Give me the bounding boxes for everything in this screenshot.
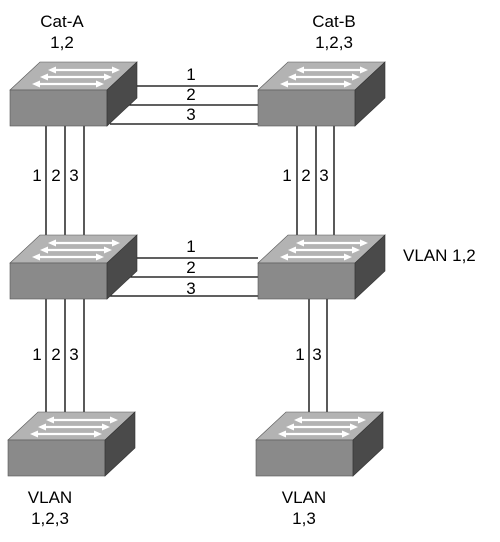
switch-mid-right-icon-arrow-2-head-right — [352, 246, 360, 254]
switch-cat-b-icon-front-face — [257, 89, 356, 127]
switch-bottom-left-icon-arrow-1-head-left — [46, 416, 54, 424]
bottom-left-vlans: 1,2,3 — [31, 509, 69, 528]
switch-bottom-right-icon — [255, 411, 384, 477]
cat-b-name: Cat-B — [312, 12, 356, 31]
cat-a-vlans: 1,2 — [50, 33, 74, 52]
switch-bottom-right-icon-side-face — [352, 411, 384, 477]
trunk-links — [45, 85, 335, 425]
switch-cat-a-icon-arrow-2-head-right — [104, 73, 112, 81]
switch-cat-a-icon-arrow-1-head-right — [112, 66, 120, 74]
switch-cat-b-icon-arrow-1-head-left — [296, 66, 304, 74]
trunk-right-lower-label-2: 3 — [312, 345, 322, 364]
trunk-left-upper-label-2: 2 — [51, 166, 61, 185]
trunk-top-label-1: 1 — [186, 65, 196, 84]
switch-bottom-right-icon-arrow-1-head-left — [294, 416, 302, 424]
trunk-left-upper-label-1: 1 — [32, 166, 42, 185]
switch-cat-b-icon-arrow-1-head-right — [360, 66, 368, 74]
trunk-right-upper-label-1: 1 — [282, 166, 292, 185]
switch-bottom-left-icon-arrow-2-head-right — [102, 423, 110, 431]
switch-bottom-right-icon-front-face — [255, 439, 354, 477]
switch-cat-a-icon-arrow-2-head-left — [40, 73, 48, 81]
switch-cat-b-icon-arrow-3-head-left — [280, 80, 288, 88]
switch-bottom-right-icon-arrow-2-head-right — [350, 423, 358, 431]
switch-mid-left-icon-arrow-1-head-right — [112, 239, 120, 247]
switch-mid-right-icon-arrow-2-head-left — [288, 246, 296, 254]
switch-mid-left-icon-side-face — [106, 234, 138, 300]
switch-mid-right-icon-arrow-3-head-right — [344, 253, 352, 261]
switch-mid-right-icon-side-face — [354, 234, 386, 300]
bottom-right-vlans: 1,3 — [292, 509, 316, 528]
switch-bottom-right-icon-arrow-2-head-left — [286, 423, 294, 431]
trunk-top-label-3: 3 — [186, 105, 196, 124]
switch-bottom-left-icon-front-face — [7, 439, 106, 477]
switch-bottom-left-icon-arrow-3-head-left — [30, 430, 38, 438]
switch-mid-left-icon — [9, 234, 138, 300]
trunk-middle-label-2: 2 — [186, 258, 196, 277]
cat-a-name: Cat-A — [40, 12, 84, 31]
switch-cat-a-icon-side-face — [106, 61, 138, 127]
cat-b-vlans: 1,2,3 — [315, 33, 353, 52]
switch-cat-b-icon-side-face — [354, 61, 386, 127]
trunk-left-upper-label-3: 3 — [69, 166, 79, 185]
bottom-left-name: VLAN — [27, 488, 73, 507]
switch-cat-a-icon-arrow-1-head-left — [48, 66, 56, 74]
switch-cat-b-icon — [257, 61, 386, 127]
switch-bottom-right-icon-arrow-1-head-right — [358, 416, 366, 424]
switch-mid-right-icon-front-face — [257, 262, 356, 300]
switch-mid-left-icon-arrow-1-head-left — [48, 239, 56, 247]
switch-bottom-left-icon-side-face — [104, 411, 136, 477]
switch-mid-right-icon-arrow-1-head-right — [360, 239, 368, 247]
switch-cat-a-icon-arrow-3-head-left — [32, 80, 40, 88]
switch-mid-left-icon-front-face — [9, 262, 108, 300]
trunk-top-label-2: 2 — [186, 85, 196, 104]
trunk-left-lower-label-1: 1 — [32, 345, 42, 364]
trunk-middle-label-1: 1 — [186, 237, 196, 256]
switch-bottom-left-icon-arrow-2-head-left — [38, 423, 46, 431]
switch-group — [7, 61, 386, 477]
switch-cat-b-icon-arrow-3-head-right — [344, 80, 352, 88]
switch-bottom-right-icon-arrow-3-head-right — [342, 430, 350, 438]
switch-cat-b-icon-arrow-2-head-right — [352, 73, 360, 81]
mid-right-vlans: VLAN 1,2 — [403, 246, 476, 265]
switch-mid-right-icon-arrow-3-head-left — [280, 253, 288, 261]
switch-mid-left-icon-arrow-3-head-left — [32, 253, 40, 261]
switch-mid-left-icon-arrow-3-head-right — [96, 253, 104, 261]
trunk-right-upper-label-3: 3 — [319, 166, 329, 185]
trunk-middle-label-3: 3 — [186, 279, 196, 298]
trunk-right-upper-label-2: 2 — [301, 166, 311, 185]
trunk-left-lower-label-3: 3 — [69, 345, 79, 364]
trunk-left-lower-label-2: 2 — [51, 345, 61, 364]
switch-cat-a-icon-arrow-3-head-right — [96, 80, 104, 88]
switch-mid-left-icon-arrow-2-head-right — [104, 246, 112, 254]
switch-mid-right-icon — [257, 234, 386, 300]
switch-bottom-right-icon-arrow-3-head-left — [278, 430, 286, 438]
switch-bottom-left-icon-arrow-1-head-right — [110, 416, 118, 424]
switch-cat-a-icon-front-face — [9, 89, 108, 127]
switch-bottom-left-icon — [7, 411, 136, 477]
trunk-right-lower-label-1: 1 — [295, 345, 305, 364]
switch-bottom-left-icon-arrow-3-head-right — [94, 430, 102, 438]
switch-cat-a-icon — [9, 61, 138, 127]
switch-mid-left-icon-arrow-2-head-left — [40, 246, 48, 254]
switch-mid-right-icon-arrow-1-head-left — [296, 239, 304, 247]
bottom-right-name: VLAN — [281, 488, 327, 507]
switch-cat-b-icon-arrow-2-head-left — [288, 73, 296, 81]
